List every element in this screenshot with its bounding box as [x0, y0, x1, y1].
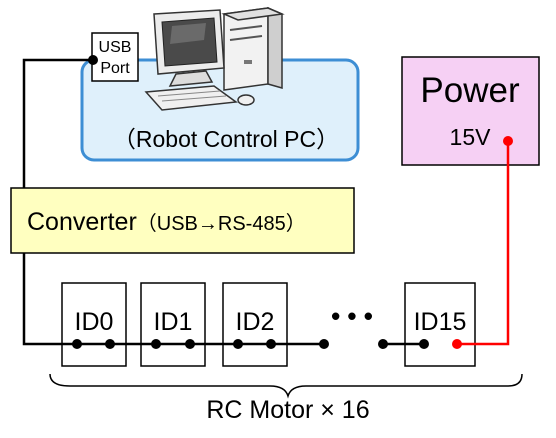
- motor-label-id1: ID1: [154, 308, 193, 336]
- motor-label-id0: ID0: [75, 308, 114, 336]
- usb-port-label-line1: USB: [99, 39, 132, 56]
- converter-label-main: Converter: [27, 208, 137, 236]
- converter-label-detail: （USB→RS-485）: [137, 212, 306, 235]
- motor-box-id15: [404, 282, 476, 367]
- power-voltage: 15V: [450, 124, 492, 150]
- converter-label: Converter（USB→RS-485）: [27, 208, 306, 236]
- motor-caption: RC Motor × 16: [206, 396, 369, 424]
- motor-box-id1: [140, 282, 206, 367]
- connection-dots: [72, 55, 429, 349]
- bus-wires: [22, 58, 424, 346]
- desktop-computer-icon: [144, 6, 285, 111]
- converter-box: [10, 187, 355, 254]
- usb-port-label-line2: Port: [100, 60, 130, 77]
- power-title: Power: [420, 71, 520, 110]
- power-box: [401, 56, 540, 166]
- motor-box-id0: [61, 282, 127, 367]
- usb-port-box: [91, 32, 139, 82]
- motor-brace: [49, 373, 523, 399]
- power-wire: [457, 141, 510, 346]
- motor-label-id15: ID15: [414, 308, 467, 336]
- power-dots: [452, 136, 513, 349]
- pc-label: （Robot Control PC）: [113, 126, 339, 152]
- motor-label-id2: ID2: [236, 308, 275, 336]
- motor-ellipsis: • • •: [331, 301, 373, 331]
- motor-box-id2: [222, 282, 288, 367]
